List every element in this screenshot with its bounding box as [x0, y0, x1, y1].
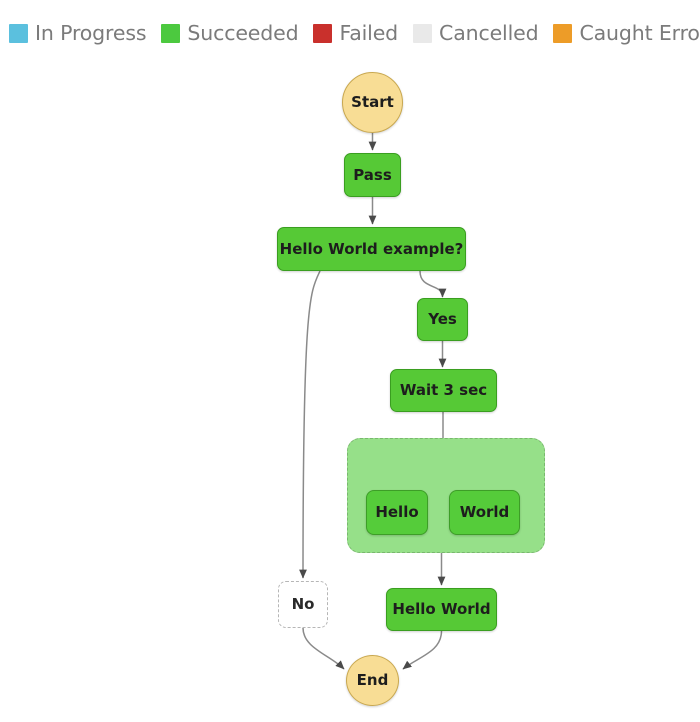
node-world-label: World	[459, 503, 510, 522]
legend-item-cancelled: Cancelled	[413, 21, 539, 45]
node-yes-label: Yes	[428, 310, 457, 329]
node-choice-hello-world-example[interactable]: Hello World example?	[277, 227, 466, 271]
legend-label-caught-error: Caught Error	[579, 21, 700, 45]
node-hello-world-label: Hello World	[392, 600, 491, 619]
legend-item-caught-error: Caught Error	[553, 21, 700, 45]
legend-item-succeeded: Succeeded	[161, 21, 299, 45]
legend-item-in-progress: In Progress	[9, 21, 147, 45]
node-end[interactable]: End	[346, 655, 399, 706]
legend-item-failed: Failed	[313, 21, 398, 45]
edge-choice-no	[299, 270, 321, 579]
node-no[interactable]: No	[278, 581, 328, 628]
node-hello[interactable]: Hello	[366, 490, 428, 535]
node-end-label: End	[356, 671, 389, 690]
failed-swatch-icon	[313, 23, 333, 43]
legend-label-in-progress: In Progress	[35, 21, 147, 45]
status-legend: In Progress Succeeded Failed Cancelled C…	[0, 0, 700, 66]
node-choice-label: Hello World example?	[279, 239, 464, 258]
legend-label-failed: Failed	[339, 21, 399, 45]
node-no-label: No	[291, 595, 315, 614]
node-hello-world[interactable]: Hello World	[386, 588, 497, 631]
node-wait-label: Wait 3 sec	[399, 381, 488, 400]
node-wait-3-sec[interactable]: Wait 3 sec	[390, 369, 497, 412]
node-hello-label: Hello	[375, 503, 419, 522]
node-pass[interactable]: Pass	[344, 153, 401, 197]
caught-error-swatch-icon	[553, 23, 573, 43]
node-world[interactable]: World	[449, 490, 520, 535]
node-yes[interactable]: Yes	[417, 298, 468, 341]
edge-helloworld-end	[402, 630, 443, 670]
cancelled-swatch-icon	[413, 23, 433, 43]
node-start-label: Start	[351, 93, 394, 112]
edge-no-end	[302, 627, 345, 670]
edge-choice-yes	[419, 270, 447, 298]
legend-label-cancelled: Cancelled	[439, 21, 539, 45]
succeeded-swatch-icon	[161, 23, 181, 43]
node-start[interactable]: Start	[342, 72, 403, 133]
legend-label-succeeded: Succeeded	[187, 21, 299, 45]
in-progress-swatch-icon	[9, 23, 28, 43]
node-pass-label: Pass	[353, 165, 392, 184]
